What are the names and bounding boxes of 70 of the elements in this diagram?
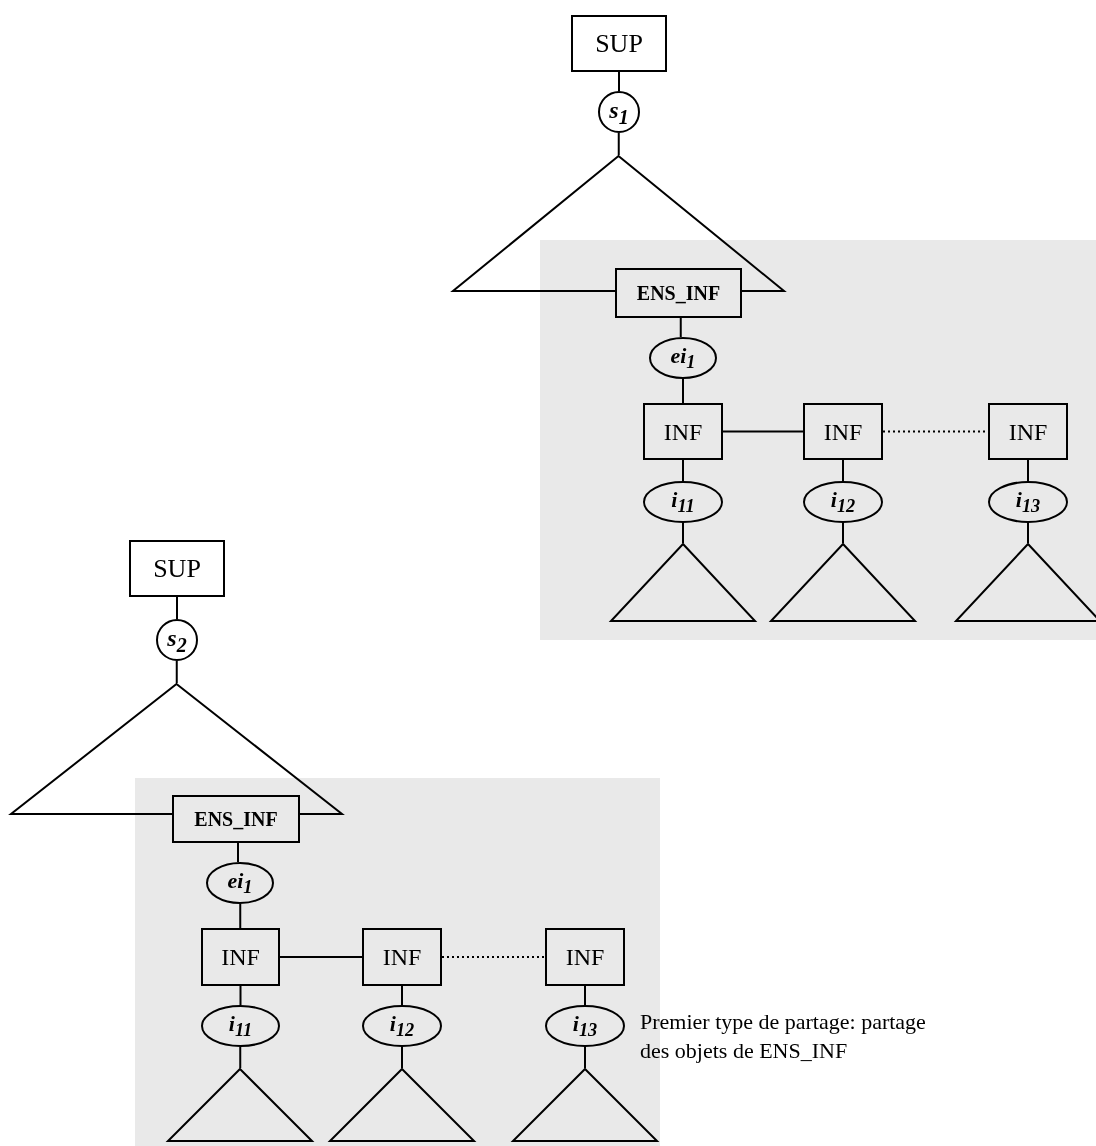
relation-ellipse (643, 481, 723, 523)
connector-line (239, 985, 242, 1006)
connector-line (842, 459, 844, 482)
entity-box (172, 795, 300, 843)
connector-line (722, 430, 804, 433)
entity-box (571, 15, 667, 72)
entity-box (129, 540, 225, 597)
entity-box (988, 403, 1068, 460)
connector-line (239, 1046, 242, 1069)
relation-name: ei$_{1}$ (670, 344, 696, 372)
connector-line (441, 956, 546, 958)
relation-name: i$_{12}$ (389, 1012, 415, 1040)
relation-ellipse (988, 481, 1068, 523)
relation-name: i$_{11}$ (228, 1012, 253, 1040)
entity-box (545, 928, 625, 986)
relation-name: ei$_{1}$ (227, 869, 253, 897)
connector-line (682, 459, 684, 482)
entity-name: INF (1008, 419, 1048, 444)
connector-line (1027, 522, 1029, 544)
connector-line (584, 985, 586, 1006)
subtree-triangle (770, 543, 916, 622)
entity-box (615, 268, 742, 318)
connector-line (679, 317, 682, 338)
entity-name: INF (382, 945, 422, 969)
relation-name: i$_{12}$ (830, 488, 856, 516)
connector-line (842, 522, 844, 544)
entity-name: INF (565, 945, 605, 969)
subtree-triangle (955, 543, 1096, 622)
entity-name: SUP (595, 30, 643, 57)
caption: Premier type de partage: partage des objets de ENS_INF (640, 1008, 927, 1065)
connector-line (279, 956, 363, 958)
relation-name: s$_{2}$ (167, 625, 187, 655)
subtree-triangle (512, 1068, 658, 1142)
entity-box (362, 928, 442, 986)
relation-ellipse (362, 1005, 442, 1047)
entity-name: ENS_INF (636, 283, 721, 303)
connector-line (239, 903, 242, 929)
entity-name: ENS_INF (194, 809, 278, 829)
relation-ellipse (649, 337, 717, 379)
entity-name: INF (221, 945, 260, 969)
entity-name: SUP (153, 555, 201, 582)
connector-line (1027, 459, 1029, 482)
connector-line (401, 1046, 403, 1069)
relation-ellipse (201, 1005, 280, 1047)
connector-line (682, 378, 684, 404)
relation-circle (598, 91, 640, 133)
entity-name: INF (823, 419, 863, 444)
relation-name: i$_{13}$ (572, 1012, 598, 1040)
relation-ellipse (545, 1005, 625, 1047)
connector-line (175, 660, 178, 684)
entity-box (643, 403, 723, 460)
relation-name: i$_{11}$ (671, 488, 695, 516)
subtree-triangle (610, 543, 756, 622)
relation-ellipse (803, 481, 883, 523)
connector-line (682, 522, 684, 544)
connector-line (176, 596, 178, 620)
connector-line (237, 842, 239, 863)
relation-name: i$_{13}$ (1015, 488, 1041, 516)
connector-line (617, 132, 620, 156)
entity-name: INF (663, 419, 703, 444)
connector-line (618, 71, 620, 92)
relation-circle (156, 619, 198, 661)
relation-name: s$_{1}$ (609, 97, 629, 127)
subtree-triangle (167, 1068, 313, 1142)
relation-ellipse (206, 862, 274, 904)
connector-line (584, 1046, 586, 1069)
subtree-triangle (329, 1068, 475, 1142)
entity-box (803, 403, 883, 460)
entity-box (201, 928, 280, 986)
connector-line (401, 985, 403, 1006)
